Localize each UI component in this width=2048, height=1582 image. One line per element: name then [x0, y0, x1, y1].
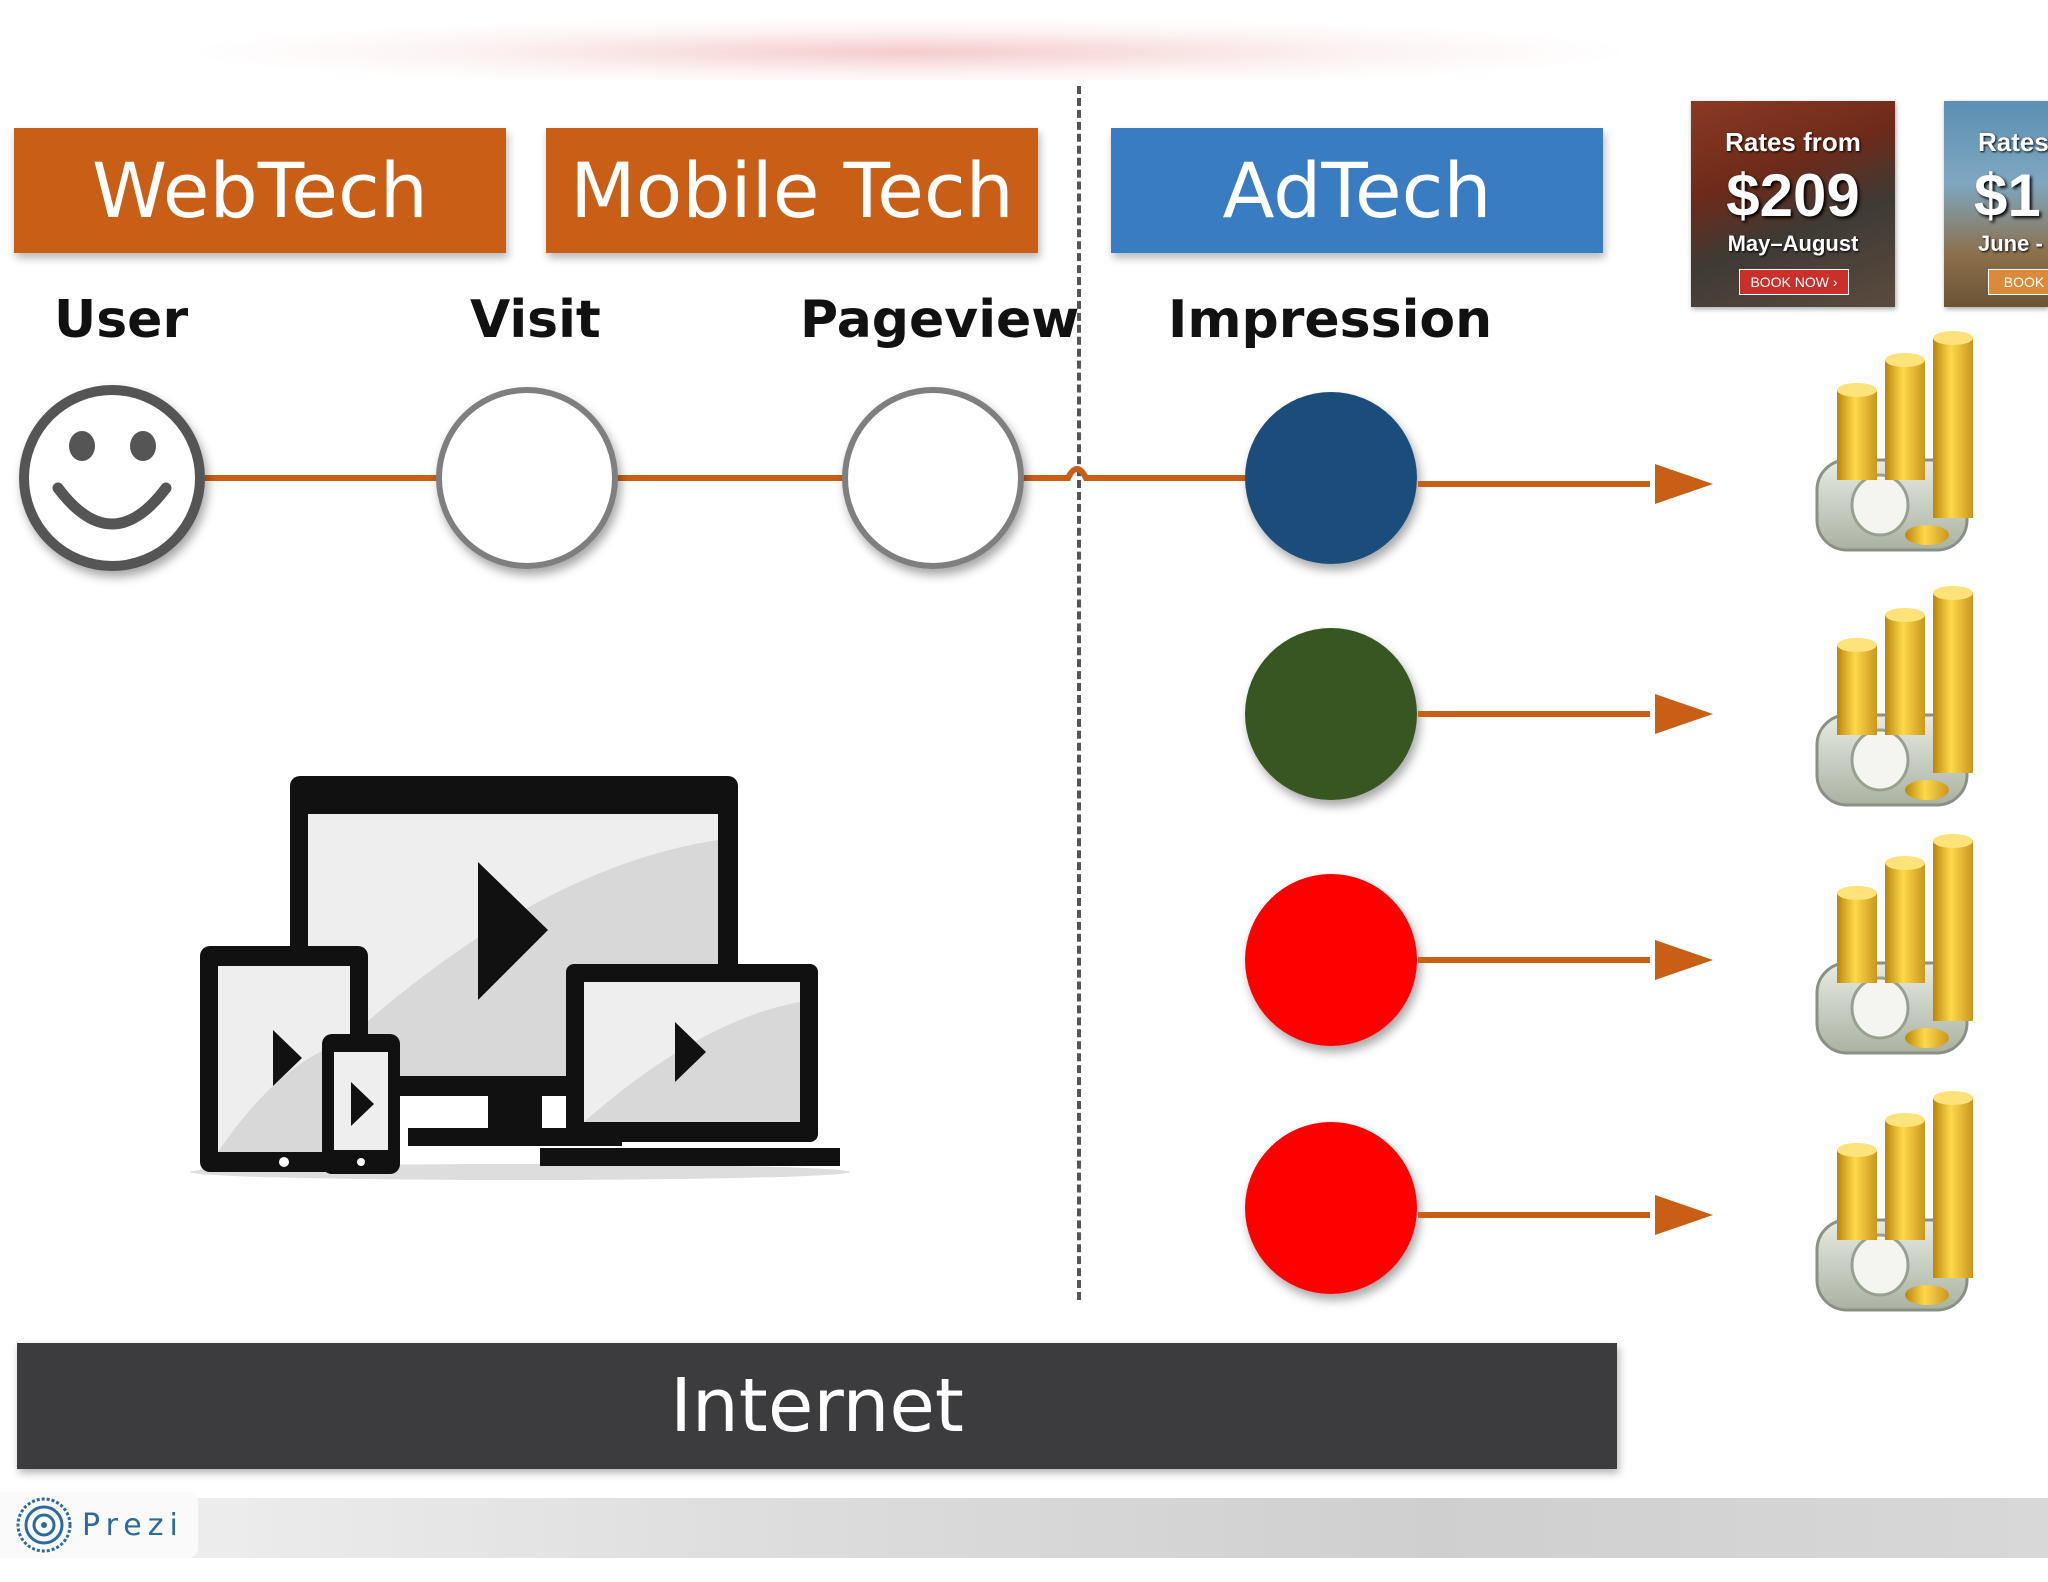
ad-banner-2[interactable]: Rates $1 June - BOOK [1944, 101, 2048, 307]
internet-label: Internet [670, 1363, 964, 1449]
money-icon [1815, 1091, 1973, 1312]
top-blur-decoration [200, 18, 1620, 80]
pageview-circle [842, 387, 1024, 569]
ad-1-rates-text: Rates from [1725, 127, 1861, 157]
devices-icon [190, 776, 850, 1180]
visit-label: Visit [470, 290, 601, 350]
smiley-icon [19, 385, 205, 571]
adtech-header: AdTech [1111, 128, 1603, 253]
webtech-header: WebTech [14, 128, 506, 253]
arrow-4-head [1655, 1195, 1713, 1235]
arrow-3-head [1655, 940, 1713, 980]
ad-1-book-button[interactable]: BOOK NOW › [1739, 269, 1849, 295]
user-label: User [54, 290, 189, 350]
ad-2-book-button[interactable]: BOOK [1988, 269, 2048, 295]
internet-bar: Internet [17, 1343, 1617, 1469]
bottom-strip [0, 1498, 2048, 1558]
prezi-brand-text: Prezi [82, 1507, 184, 1543]
mobile-tech-header-label: Mobile Tech [570, 146, 1014, 235]
money-icon [1815, 834, 1973, 1055]
impression-circle-red-1 [1245, 874, 1417, 1046]
prezi-logo [16, 1497, 72, 1553]
pageview-label: Pageview [800, 290, 1080, 350]
money-icon [1815, 586, 1973, 807]
webtech-header-label: WebTech [92, 146, 428, 235]
ad-1-price: $209 [1726, 162, 1860, 229]
impression-circle-green [1245, 628, 1417, 800]
ad-1-period: May–August [1727, 231, 1859, 256]
ad-banner-1[interactable]: Rates from $209 May–August BOOK NOW › [1691, 101, 1895, 307]
impression-label: Impression [1168, 290, 1493, 350]
flow-line [205, 466, 1245, 481]
visit-circle [436, 387, 618, 569]
ad-2-period: June - [1978, 231, 2043, 256]
ad-2-price: $1 [1974, 162, 2041, 229]
arrow-1-head [1655, 464, 1713, 504]
impression-circle-blue [1245, 392, 1417, 564]
prezi-badge[interactable]: Prezi [0, 1492, 198, 1558]
impression-circle-red-2 [1245, 1122, 1417, 1294]
arrow-2-head [1655, 694, 1713, 734]
section-divider [1077, 86, 1081, 1300]
money-icon [1815, 331, 1973, 552]
adtech-header-label: AdTech [1222, 146, 1492, 235]
mobile-tech-header: Mobile Tech [546, 128, 1038, 253]
ad-2-rates-text: Rates [1978, 127, 2048, 157]
